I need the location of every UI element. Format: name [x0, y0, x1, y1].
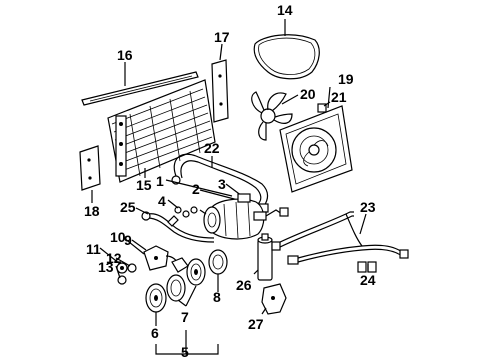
- leader-21: [323, 101, 331, 107]
- leader-5-bracket: [155, 330, 219, 355]
- callout-17: 17: [214, 29, 230, 45]
- suction-fitting: [265, 207, 289, 217]
- leader-20: [281, 94, 299, 105]
- leader-2: [199, 189, 239, 201]
- fan-connector: [317, 103, 327, 113]
- clutch-plate: [166, 274, 186, 302]
- callout-13: 13: [98, 259, 114, 275]
- leader-17: [219, 43, 223, 61]
- leader-7b: [185, 285, 197, 307]
- leader-26: [253, 269, 259, 275]
- fan-blade: [251, 91, 293, 141]
- leader-12: [115, 257, 131, 267]
- leader-1: [165, 179, 233, 197]
- condenser: [107, 79, 216, 183]
- callout-8: 8: [213, 289, 221, 305]
- drier-bracket: [261, 283, 287, 315]
- callout-26: 26: [236, 277, 252, 293]
- callout-5: 5: [181, 344, 189, 360]
- clutch-pulley: [145, 283, 167, 313]
- leader-11: [99, 247, 121, 265]
- callout-15: 15: [136, 177, 152, 193]
- leader-9: [131, 239, 147, 251]
- leader-19: [327, 86, 331, 109]
- callout-3: 3: [218, 176, 226, 192]
- clutch-rotor: [186, 258, 206, 286]
- leader-4: [167, 199, 179, 209]
- leader-25: [135, 207, 149, 215]
- clutch-coil: [208, 249, 228, 275]
- leader-10: [123, 237, 145, 255]
- callout-2: 2: [192, 181, 200, 197]
- callout-1: 1: [156, 173, 164, 189]
- fitting-bolts: [174, 206, 207, 218]
- discharge-hose: [171, 153, 269, 213]
- side-bracket: [79, 145, 101, 191]
- callout-18: 18: [84, 203, 100, 219]
- drive-belt: [253, 34, 320, 80]
- callout-6: 6: [151, 325, 159, 341]
- seal-strip: [81, 71, 199, 106]
- callout-9: 9: [124, 232, 132, 248]
- callout-11: 11: [86, 241, 101, 257]
- callout-4: 4: [158, 193, 166, 209]
- callout-27: 27: [248, 316, 264, 332]
- compressor: [203, 193, 267, 240]
- callout-25: 25: [120, 199, 136, 215]
- callout-10: 10: [110, 229, 126, 245]
- callout-21: 21: [331, 89, 347, 105]
- hardware-set: [116, 262, 137, 285]
- callout-20: 20: [300, 86, 316, 102]
- callout-16: 16: [117, 47, 133, 63]
- receiver-drier: [257, 233, 273, 281]
- pressure-switch: [357, 261, 377, 273]
- callout-24: 24: [360, 272, 376, 288]
- liquid-line: [141, 211, 215, 243]
- leader-13: [115, 265, 121, 279]
- callout-12: 12: [106, 250, 122, 266]
- callout-23: 23: [360, 199, 376, 215]
- fan-shroud: [279, 105, 353, 193]
- leader-23: [359, 213, 367, 235]
- valve-bracket: [143, 245, 189, 273]
- leader-7a: [177, 299, 187, 307]
- callout-19: 19: [338, 71, 354, 87]
- leader-27: [261, 307, 267, 315]
- callout-7: 7: [181, 309, 189, 325]
- suction-hose: [271, 211, 409, 265]
- callout-22: 22: [204, 140, 220, 156]
- callout-14: 14: [277, 2, 293, 18]
- upper-bracket: [211, 59, 229, 123]
